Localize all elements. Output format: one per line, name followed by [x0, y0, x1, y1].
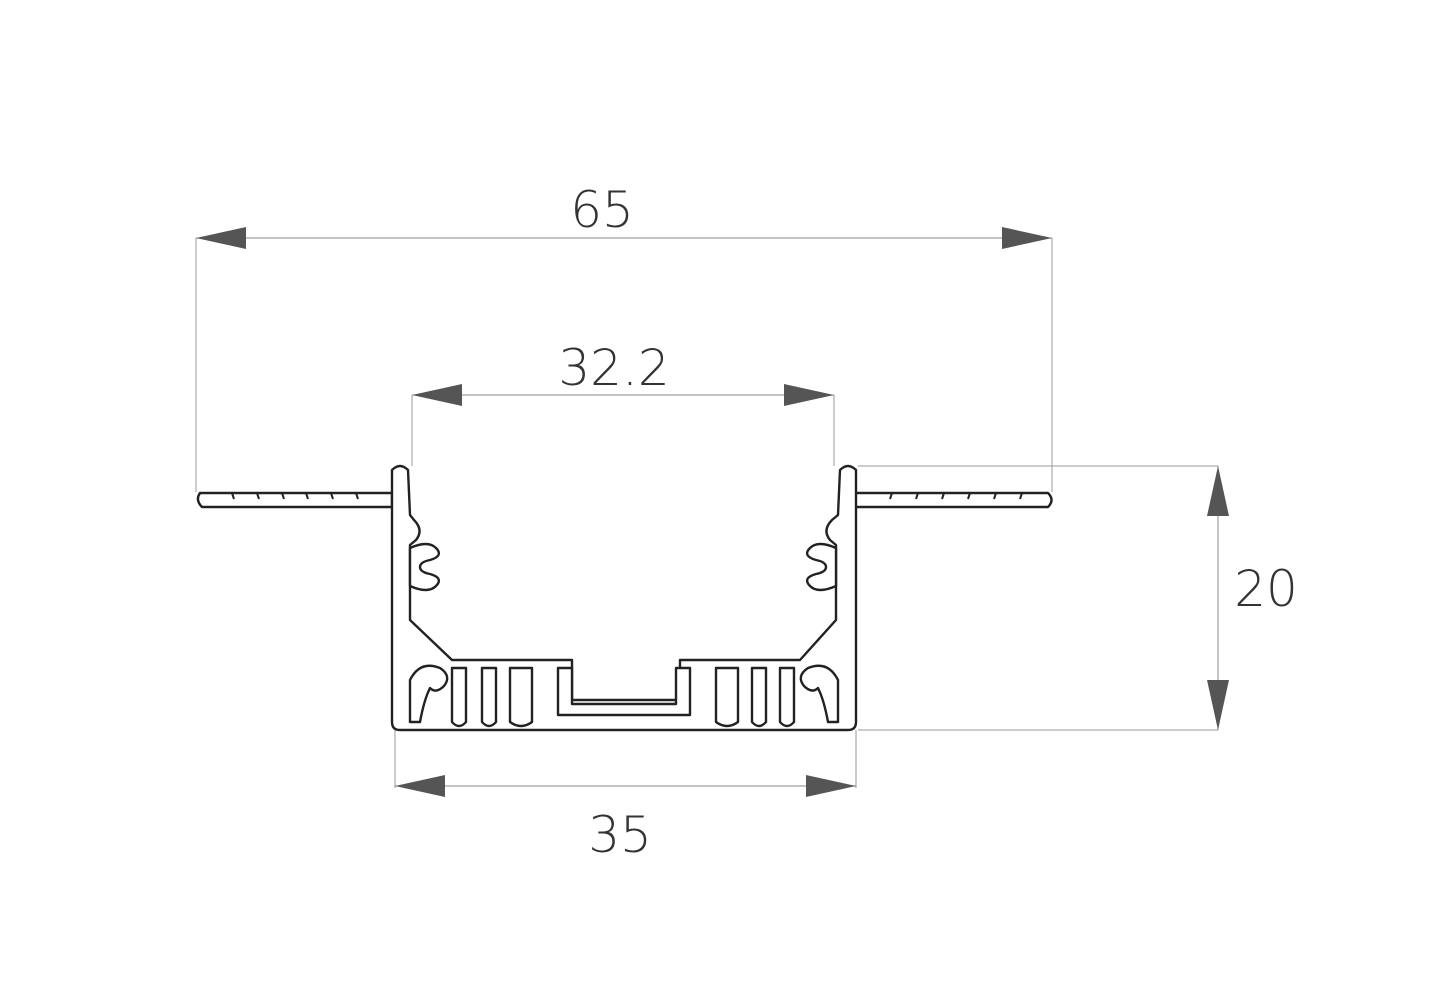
led-channel [556, 666, 692, 717]
right-flange [852, 491, 1053, 509]
dimension-height: 20 [1207, 466, 1298, 730]
right-fin-2 [750, 666, 768, 728]
dim-label-32: 32.2 [558, 339, 669, 397]
arrowhead-left [395, 775, 445, 797]
dimension-body-width: 35 [395, 775, 856, 864]
arrowhead-top [1207, 466, 1229, 516]
left-fin-1 [450, 666, 468, 728]
left-flange [196, 491, 394, 509]
dimension-overall-width: 65 [196, 181, 1052, 249]
right-fin-hook [799, 664, 840, 724]
left-fin-hook [408, 664, 449, 724]
dim-label-35: 35 [588, 806, 652, 864]
dim-label-65: 65 [570, 181, 634, 239]
dimension-opening-width: 32.2 [412, 339, 834, 406]
arrowhead-left [196, 227, 246, 249]
dim-label-20: 20 [1234, 560, 1298, 618]
arrowhead-bottom [1207, 680, 1229, 730]
arrowhead-right [784, 384, 834, 406]
aluminium-profile [196, 464, 1053, 732]
right-flange-notches [889, 492, 1023, 500]
left-fin-2 [480, 666, 498, 728]
arrowhead-left [412, 384, 462, 406]
right-fin-3 [714, 666, 740, 728]
profile-body [390, 464, 858, 732]
arrowhead-right [1002, 227, 1052, 249]
arrowhead-right [806, 775, 856, 797]
left-snap-hook [408, 542, 441, 592]
left-flange-notches [231, 492, 359, 500]
extension-lines [195, 238, 1218, 788]
left-fin-3 [508, 666, 534, 728]
right-snap-hook [805, 542, 838, 592]
right-fin-1 [778, 666, 796, 728]
